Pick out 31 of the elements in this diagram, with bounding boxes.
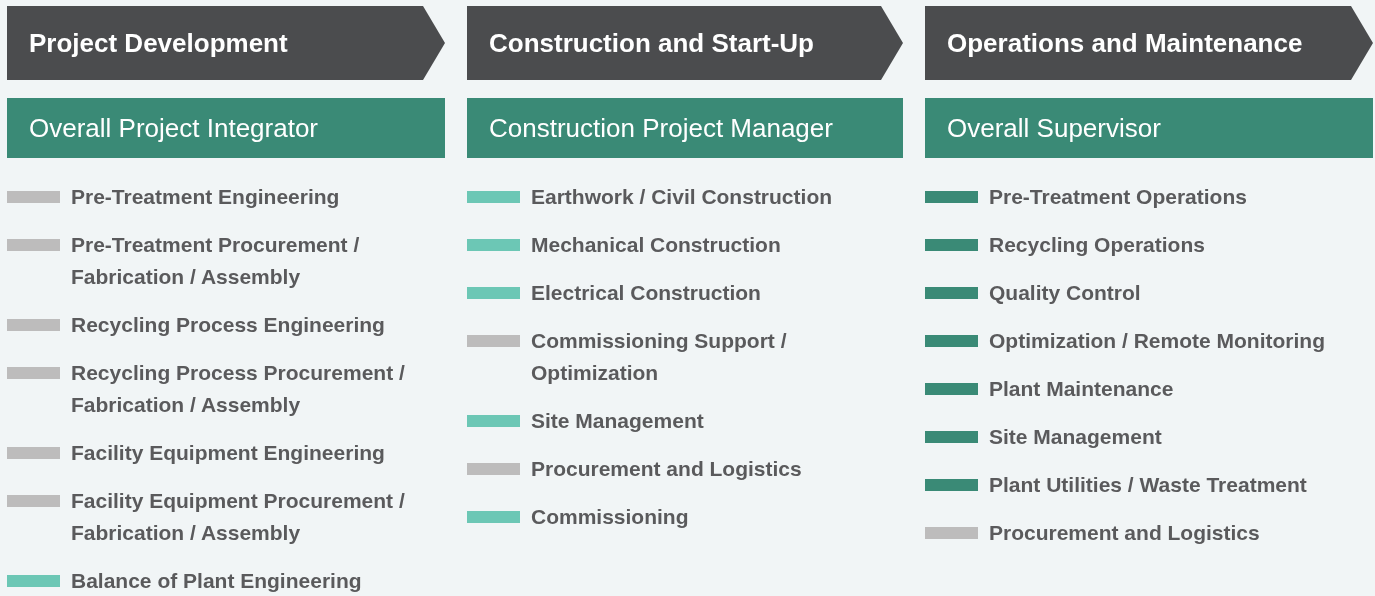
task-label: Plant Utilities / Waste Treatment — [989, 472, 1307, 498]
task-label: Procurement and Logistics — [989, 520, 1260, 546]
task-label: Plant Maintenance — [989, 376, 1174, 402]
task-label: Earthwork / Civil Construction — [531, 184, 833, 210]
role-title: Overall Supervisor — [947, 112, 1161, 144]
phase-title: Operations and Maintenance — [947, 27, 1303, 59]
task-label: Commissioning Support / Optimization — [531, 328, 788, 386]
phase-title: Construction and Start-Up — [489, 27, 814, 59]
role-banner — [925, 98, 1373, 158]
task-label: Balance of Plant Engineering — [71, 568, 362, 594]
task-label: Commissioning — [531, 504, 689, 530]
task-label: Site Management — [989, 424, 1162, 450]
task-label: Pre-Treatment Engineering — [71, 184, 340, 210]
task-label: Recycling Operations — [989, 232, 1205, 258]
phase-title: Project Development — [29, 27, 288, 59]
task-label: Facility Equipment Engineering — [71, 440, 385, 466]
role-title: Construction Project Manager — [489, 112, 833, 144]
task-label: Recycling Process Engineering — [71, 312, 385, 338]
role-banner — [7, 98, 445, 158]
task-label: Procurement and Logistics — [531, 456, 802, 482]
task-label: Pre-Treatment Procurement / Fabrication / Assembly — [71, 232, 361, 290]
task-label: Recycling Process Procurement / Fabrication / Assembly — [71, 360, 406, 418]
task-label: Pre-Treatment Operations — [989, 184, 1247, 210]
task-label: Facility Equipment Procurement / Fabrication / Assembly — [71, 488, 406, 546]
role-title: Overall Project Integrator — [29, 112, 318, 144]
task-label: Electrical Construction — [531, 280, 761, 306]
task-label: Optimization / Remote Monitoring — [989, 328, 1325, 354]
role-banner — [467, 98, 903, 158]
task-label: Mechanical Construction — [531, 232, 781, 258]
task-label: Quality Control — [989, 280, 1141, 306]
task-label: Site Management — [531, 408, 704, 434]
